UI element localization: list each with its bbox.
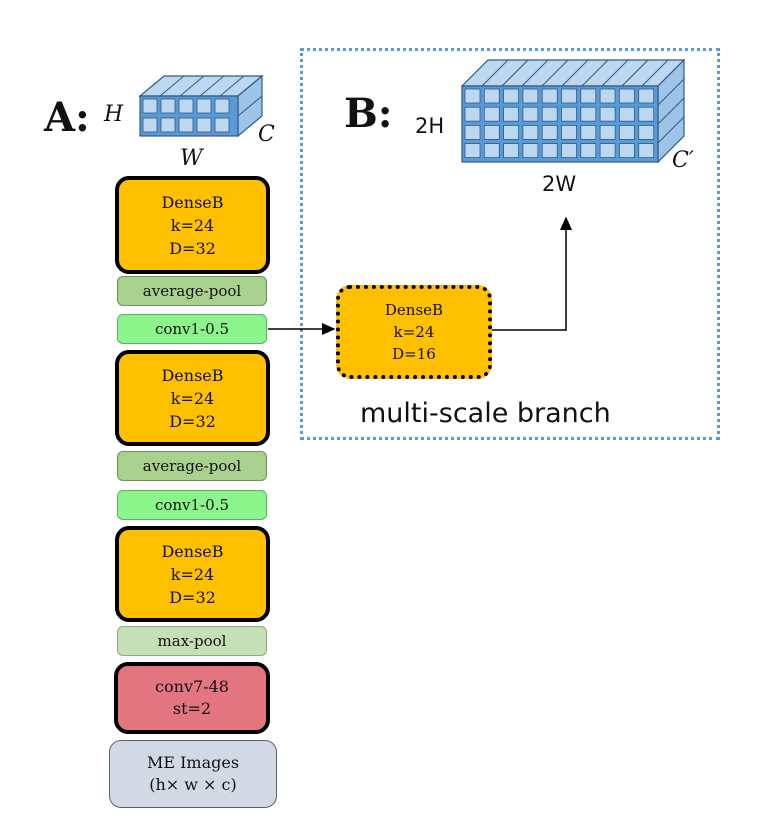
branch-dense-k: k=24 (393, 323, 435, 341)
tensor-cell (599, 106, 616, 122)
tensor-b-channel-label: C′ (672, 148, 694, 173)
tensor-b-height-label: 2H (415, 114, 445, 138)
tensor-cell (464, 125, 481, 140)
input-images-block: ME Images (h× w × c) (109, 740, 277, 808)
max-pool-block: max-pool (117, 626, 267, 656)
multi-scale-branch-caption: multi-scale branch (360, 398, 611, 429)
output-tensor-icon (460, 58, 686, 164)
input-tensor-icon (138, 74, 264, 138)
dense-block-2-d: D=32 (169, 411, 216, 431)
tensor-cell (599, 125, 616, 140)
conv7-name: conv7-48 (155, 677, 229, 696)
panel-a-label: A: (44, 94, 90, 141)
tensor-b-width-label: 2W (542, 172, 577, 196)
tensor-cell (522, 143, 539, 159)
max-pool-label: max-pool (157, 632, 227, 650)
multi-scale-branch-panel (300, 48, 720, 440)
tensor-cell (541, 143, 558, 159)
branch-dense-name: DenseB (384, 301, 444, 319)
tensor-cell (483, 125, 500, 140)
input-images-name: ME Images (146, 753, 240, 772)
tensor-cell (580, 88, 597, 104)
conv1-block-1-label: conv1-0.5 (154, 320, 230, 338)
tensor-cell (522, 88, 539, 104)
tensor-cell (619, 106, 635, 122)
dense-block-1: DenseB k=24 D=32 (115, 176, 270, 274)
conv7-block: conv7-48 st=2 (114, 662, 270, 734)
tensor-cell (638, 88, 655, 104)
conv1-block-2: conv1-0.5 (117, 490, 267, 520)
tensor-cell (464, 106, 481, 122)
tensor-cell (561, 88, 577, 104)
dense-block-2: DenseB k=24 D=32 (115, 350, 270, 446)
tensor-cell (619, 88, 635, 104)
tensor-cell (638, 143, 655, 159)
average-pool-1-label: average-pool (142, 282, 242, 300)
tensor-cell (561, 143, 577, 159)
tensor-cell (464, 143, 481, 159)
tensor-cell (619, 125, 635, 140)
dense-block-3-d: D=32 (169, 587, 216, 607)
tensor-cell (638, 125, 655, 140)
tensor-cell (522, 125, 539, 140)
dense-block-2-name: DenseB (161, 365, 224, 385)
tensor-cell (580, 143, 597, 159)
tensor-cell (503, 106, 520, 122)
tensor-cell (541, 106, 558, 122)
dense-block-3: DenseB k=24 D=32 (115, 526, 270, 622)
panel-b-label: B: (344, 90, 393, 137)
tensor-cell (541, 88, 558, 104)
tensor-cell (503, 143, 520, 159)
arrow-to-output (492, 216, 572, 331)
tensor-cell (522, 106, 539, 122)
branch-dense-block: DenseB k=24 D=16 (336, 285, 492, 379)
dense-block-3-name: DenseB (161, 541, 224, 561)
average-pool-2: average-pool (117, 451, 267, 481)
conv1-block-2-label: conv1-0.5 (154, 496, 230, 514)
average-pool-2-label: average-pool (142, 457, 242, 475)
tensor-cell (580, 106, 597, 122)
input-images-shape: (h× w × c) (149, 775, 237, 794)
dense-block-1-name: DenseB (161, 192, 224, 212)
tensor-cell (561, 125, 577, 140)
tensor-cell (483, 88, 500, 104)
tensor-cell (599, 88, 616, 104)
dense-block-3-k: k=24 (170, 564, 215, 584)
tensor-cell (561, 106, 577, 122)
tensor-cell (638, 106, 655, 122)
average-pool-1: average-pool (117, 276, 267, 306)
tensor-cell (503, 125, 520, 140)
dense-block-1-d: D=32 (169, 238, 216, 258)
tensor-a-height-label: H (104, 102, 124, 127)
conv7-stride: st=2 (172, 699, 212, 718)
dense-block-2-k: k=24 (170, 388, 215, 408)
tensor-cell (483, 106, 500, 122)
tensor-cell (541, 125, 558, 140)
tensor-a-channel-label: C (258, 122, 275, 147)
tensor-cell (503, 88, 520, 104)
conv1-block-1: conv1-0.5 (117, 314, 267, 344)
tensor-cell (619, 143, 635, 159)
tensor-cell (464, 88, 481, 104)
branch-dense-d: D=16 (392, 345, 436, 363)
tensor-cell (599, 143, 616, 159)
dense-block-1-k: k=24 (170, 215, 215, 235)
tensor-cell (483, 143, 500, 159)
tensor-a-width-label: W (180, 146, 203, 171)
tensor-cell (580, 125, 597, 140)
